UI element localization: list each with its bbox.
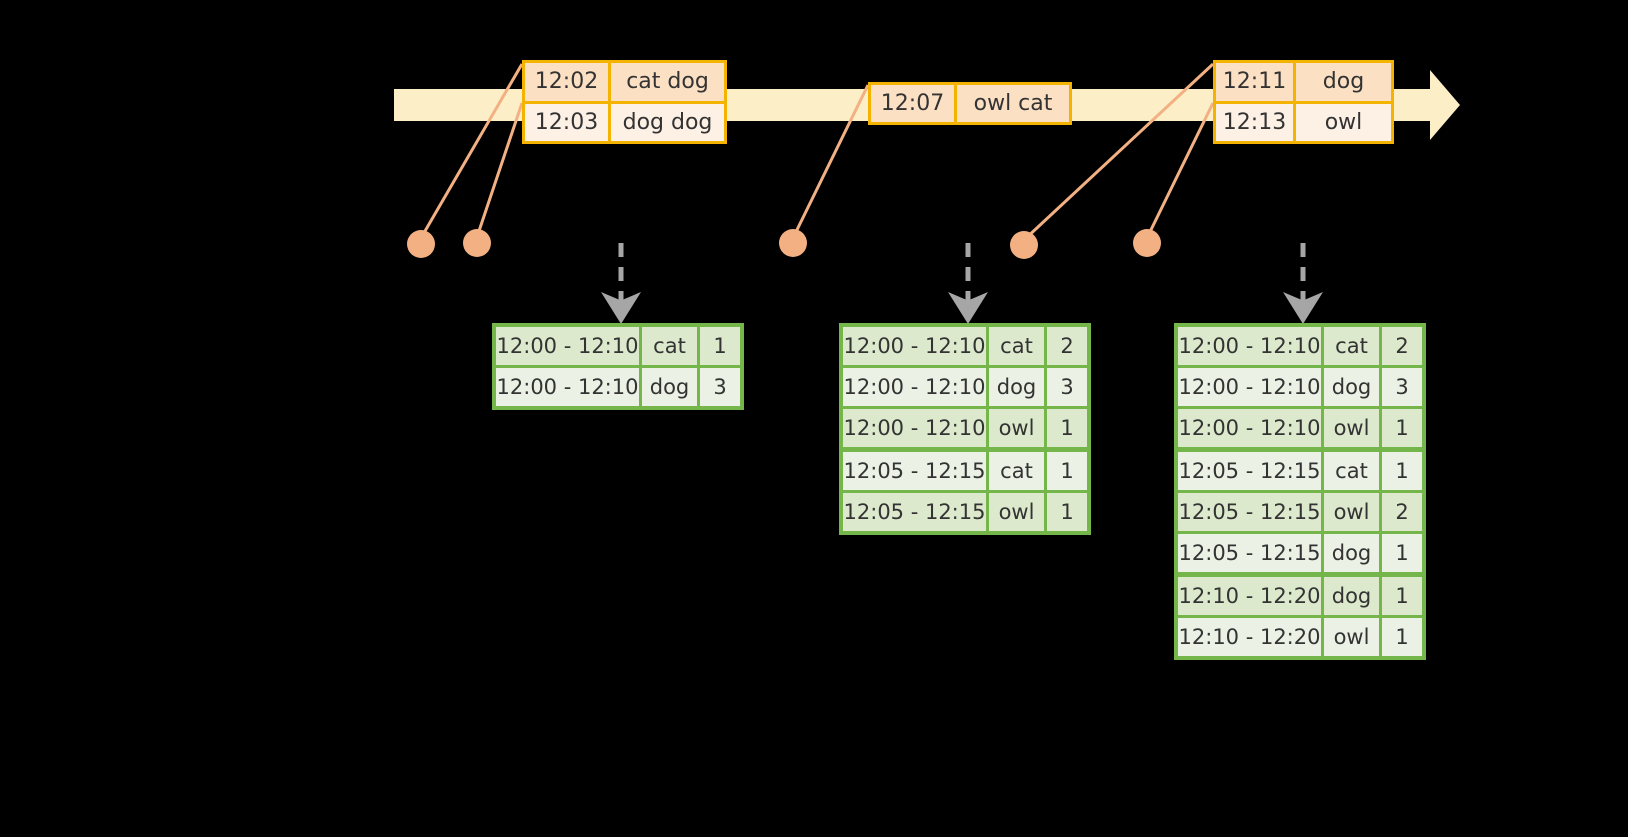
cell-count: 1 [1047,409,1087,447]
event-row: 12:03 dog dog [525,100,724,141]
cell-count: 1 [1382,618,1422,656]
cell-count: 1 [1382,534,1422,572]
cell-word: cat [1324,327,1382,365]
event-time: 12:02 [525,63,611,101]
event-row: 12:13 owl [1216,100,1391,141]
event-words: dog dog [611,103,724,141]
cell-count: 2 [1382,493,1422,531]
cell-count: 3 [1047,368,1087,406]
leader-lines [419,62,1215,242]
cell-window: 12:05 - 12:15 [1178,493,1324,531]
cell-word: owl [1324,618,1382,656]
cell-count: 2 [1382,327,1422,365]
event-time: 12:13 [1216,103,1296,141]
cell-window: 12:10 - 12:20 [1178,618,1324,656]
cell-count: 2 [1047,327,1087,365]
cell-word: dog [642,368,700,406]
cell-window: 12:00 - 12:10 [496,327,642,365]
cell-window: 12:00 - 12:10 [1178,409,1324,447]
leader-line-2 [475,102,524,238]
cell-window: 12:00 - 12:10 [1178,327,1324,365]
cell-word: dog [1324,368,1382,406]
cell-window: 12:10 - 12:20 [1178,577,1324,615]
event-time: 12:03 [525,103,611,141]
cell-window: 12:00 - 12:10 [843,368,989,406]
event-group-1[interactable]: 12:02 cat dog 12:03 dog dog [522,60,727,144]
event-group-3[interactable]: 12:11 dog 12:13 owl [1213,60,1394,144]
event-time: 12:07 [871,85,957,122]
marker-dot-4 [1010,231,1038,259]
event-words: cat dog [611,63,724,101]
cell-word: cat [989,327,1047,365]
cell-count: 1 [1382,577,1422,615]
event-group-2[interactable]: 12:07 owl cat [868,82,1072,125]
cell-count: 1 [1047,452,1087,490]
marker-dot-1 [407,230,435,258]
event-words: dog [1296,63,1391,101]
leader-line-4 [1022,62,1215,242]
cell-count: 3 [1382,368,1422,406]
cell-window: 12:05 - 12:15 [1178,452,1324,490]
cell-word: dog [1324,577,1382,615]
cell-window: 12:05 - 12:15 [843,452,989,490]
leader-line-3 [791,84,870,239]
marker-dot-3 [779,229,807,257]
cell-word: cat [1324,452,1382,490]
cell-count: 3 [700,368,740,406]
cell-window: 12:00 - 12:10 [496,368,642,406]
event-row: 12:07 owl cat [871,85,1069,122]
marker-dot-5 [1133,229,1161,257]
cell-window: 12:00 - 12:10 [843,327,989,365]
emit-arrows [601,243,1323,324]
leader-line-5 [1145,102,1215,239]
marker-dots [407,229,1161,259]
cell-word: cat [642,327,700,365]
cell-word: owl [989,409,1047,447]
leader-line-1 [419,63,524,239]
cell-window: 12:05 - 12:15 [1178,534,1324,572]
cell-word: dog [1324,534,1382,572]
event-row: 12:11 dog [1216,63,1391,101]
cell-word: owl [1324,409,1382,447]
cell-window: 12:05 - 12:15 [843,493,989,531]
event-words: owl [1296,103,1391,141]
cell-window: 12:00 - 12:10 [1178,368,1324,406]
cell-word: owl [1324,493,1382,531]
cell-count: 1 [1382,452,1422,490]
cell-count: 1 [1382,409,1422,447]
event-row: 12:02 cat dog [525,63,724,101]
event-time: 12:11 [1216,63,1296,101]
event-words: owl cat [957,85,1069,122]
cell-count: 1 [1047,493,1087,531]
cell-word: owl [989,493,1047,531]
cell-count: 1 [700,327,740,365]
cell-word: dog [989,368,1047,406]
marker-dot-2 [463,229,491,257]
cell-word: cat [989,452,1047,490]
cell-window: 12:00 - 12:10 [843,409,989,447]
